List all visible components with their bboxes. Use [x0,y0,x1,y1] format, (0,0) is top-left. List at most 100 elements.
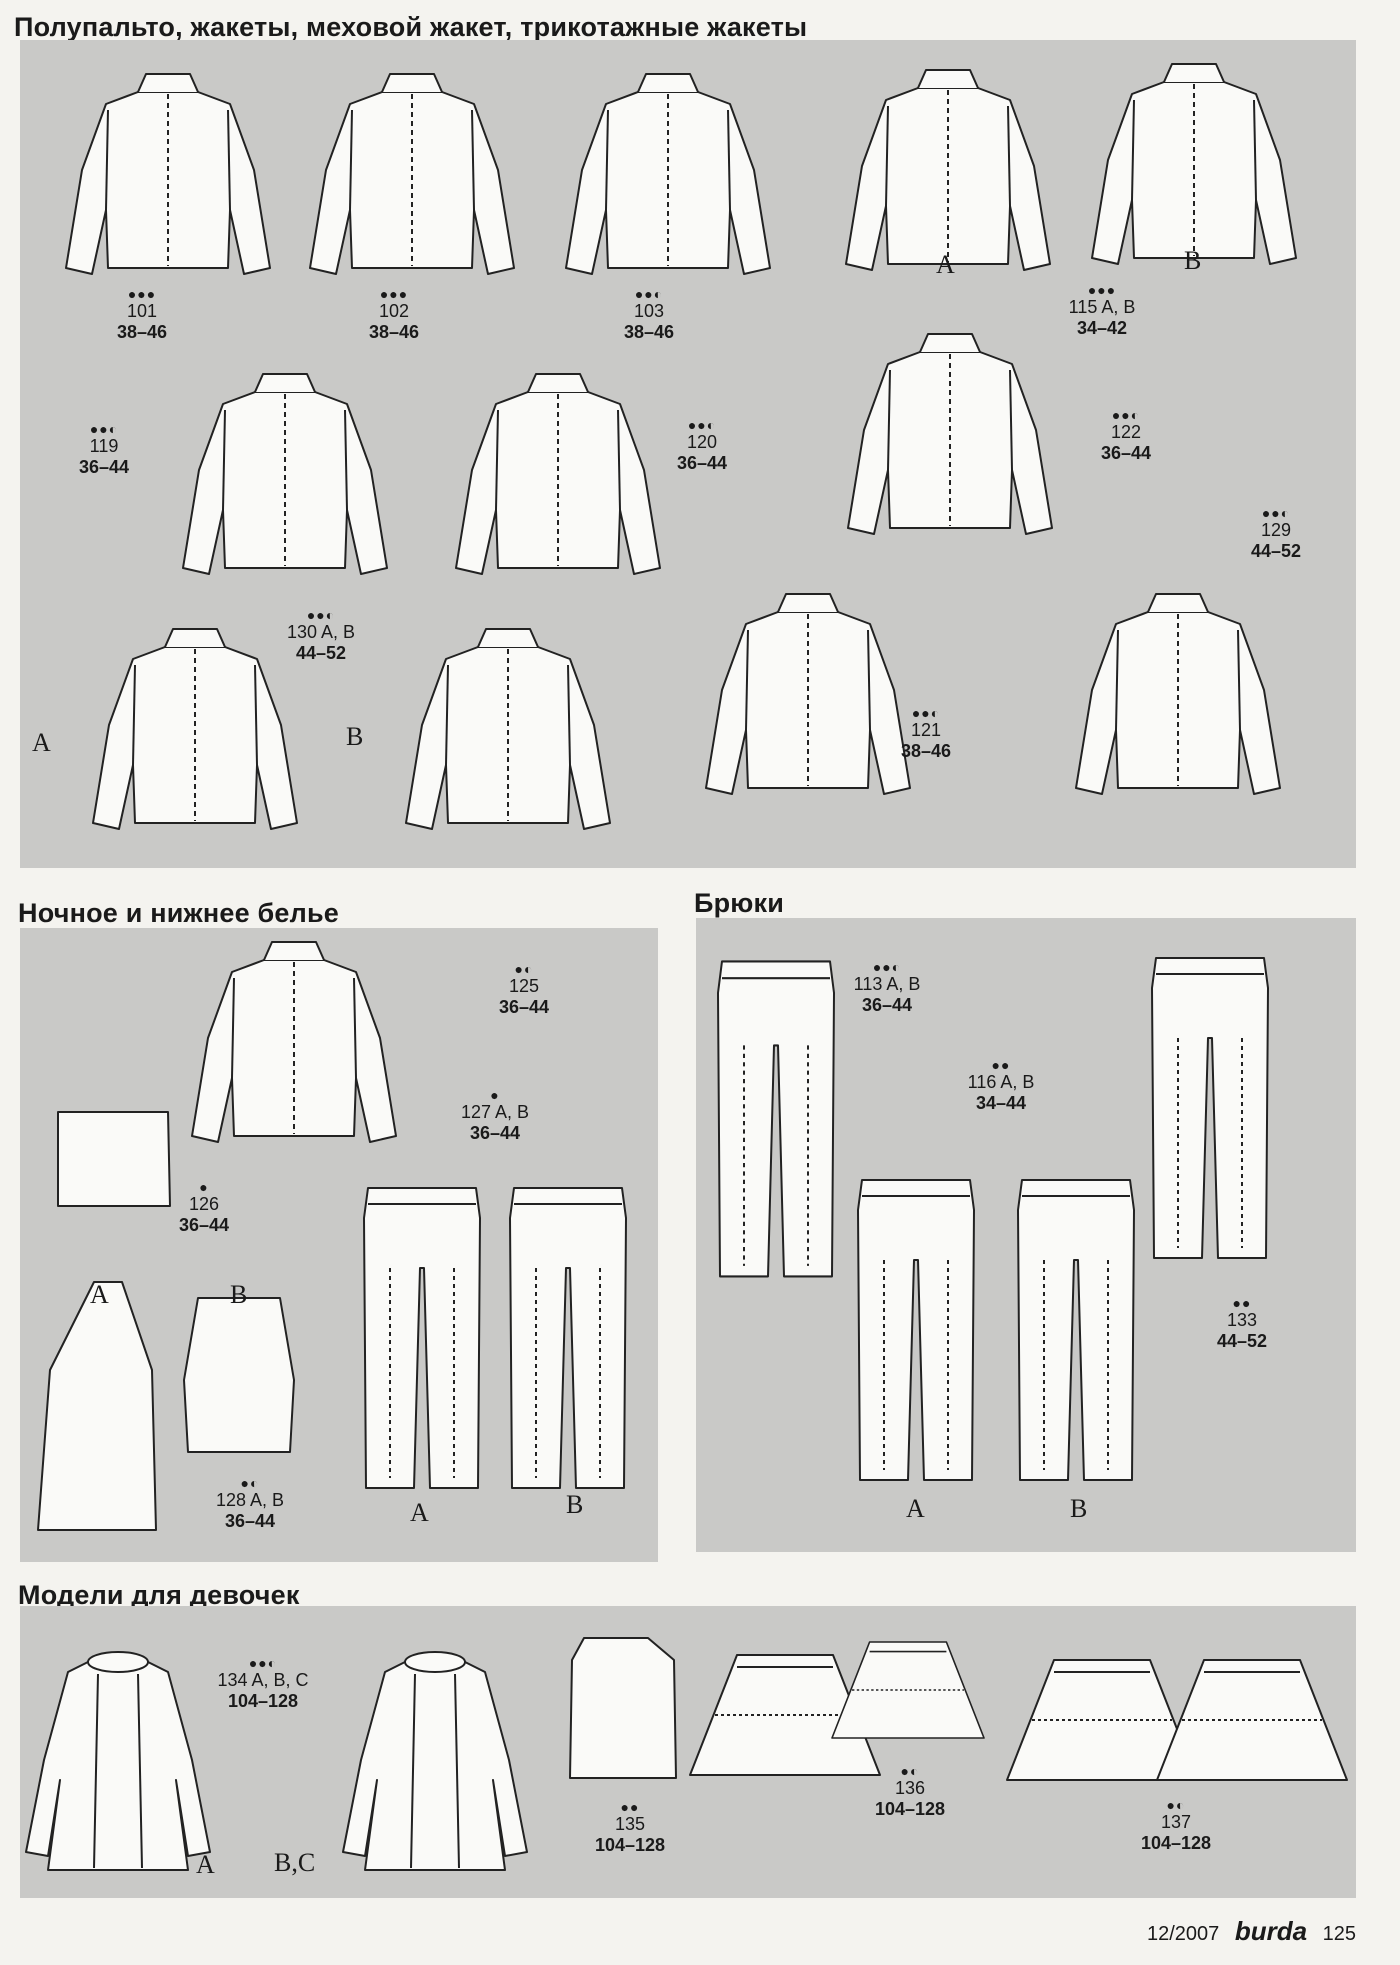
variant-label-130b: B [346,722,364,751]
variant-label-115b: B [1184,246,1202,275]
model-label-134: ●●◐ 134 A, B, C 104–128 [204,1656,322,1712]
difficulty-dots: ●◐ [1166,1797,1186,1813]
model-label-103: ●●◐ 103 38–46 [611,287,687,343]
model-label-130: ●●◐ 130 A, B 44–52 [266,608,376,664]
section-title-girls: Модели для девочек [18,1580,300,1610]
difficulty-dots: ●◐ [240,1475,260,1491]
variant-label-128a: A [90,1280,109,1309]
size-range: 38–46 [623,322,675,342]
size-range: 36–44 [861,995,913,1015]
model-number: 133 [1226,1310,1258,1330]
model-label-121: ●●◐ 121 38–46 [888,706,964,762]
model-label-127: ● 127 A, B 36–44 [440,1088,550,1144]
size-range: 38–46 [900,741,952,761]
model-label-128: ●◐ 128 A, B 36–44 [200,1476,300,1532]
model-label-129: ●●◐ 129 44–52 [1238,506,1314,562]
model-number: 101 [126,301,158,321]
size-range: 36–44 [78,457,130,477]
model-label-101: ●●● 101 38–46 [104,287,180,343]
model-number: 102 [378,301,410,321]
size-range: 104–128 [594,1835,666,1855]
model-number: 129 [1260,520,1292,540]
difficulty-dots: ●◐ [900,1763,920,1779]
variant-label-134bc: B,C [274,1848,316,1877]
difficulty-dots: ●●◐ [306,607,336,623]
difficulty-dots: ●●● [379,286,409,302]
model-label-120: ●●◐ 120 36–44 [664,418,740,474]
model-number: 127 A, B [460,1102,530,1122]
difficulty-dots: ●●◐ [1261,505,1291,521]
model-number: 126 [188,1194,220,1214]
model-label-136: ●◐ 136 104–128 [868,1764,952,1820]
size-range: 44–52 [295,643,347,663]
model-number: 135 [614,1814,646,1834]
issue-date: 12/2007 [1146,1923,1220,1945]
model-number: 122 [1110,422,1142,442]
page-number: 125 [1322,1923,1356,1945]
model-label-135: ●● 135 104–128 [588,1800,672,1856]
section-title-trousers: Брюки [694,888,785,918]
brand-logo: burda [1234,1916,1308,1946]
size-range: 36–44 [224,1511,276,1531]
size-range: 34–44 [975,1093,1027,1113]
model-label-102: ●●● 102 38–46 [356,287,432,343]
model-number: 113 A, B [853,974,921,994]
model-number: 130 A, B [286,622,356,642]
model-number: 125 [508,976,540,996]
difficulty-dots: ●●◐ [1111,407,1141,423]
model-label-125: ●◐ 125 36–44 [486,962,562,1018]
difficulty-dots: ●●● [127,286,157,302]
size-range: 104–128 [227,1691,299,1711]
size-range: 38–46 [368,322,420,342]
model-label-115: ●●● 115 A, B 34–42 [1042,283,1162,339]
model-number: 103 [633,301,665,321]
difficulty-dots: ● [490,1087,500,1103]
model-number: 137 [1160,1812,1192,1832]
size-range: 44–52 [1250,541,1302,561]
model-number: 128 A, B [215,1490,285,1510]
model-number: 119 [89,436,119,456]
variant-label-134a: A [196,1850,215,1879]
variant-label-127b: B [566,1490,584,1519]
model-number: 115 A, B [1068,297,1136,317]
model-label-126: ● 126 36–44 [166,1180,242,1236]
size-range: 36–44 [469,1123,521,1143]
difficulty-dots: ●●◐ [687,417,717,433]
model-number: 134 A, B, C [217,1670,309,1690]
size-range: 44–52 [1216,1331,1268,1351]
size-range: 36–44 [498,997,550,1017]
model-number: 136 [894,1778,926,1798]
difficulty-dots: ●●◐ [89,421,119,437]
size-range: 36–44 [1100,443,1152,463]
size-range: 104–128 [1140,1833,1212,1853]
model-label-116: ●● 116 A, B 34–44 [946,1058,1056,1114]
model-label-113: ●●◐ 113 A, B 36–44 [832,960,942,1016]
difficulty-dots: ●●● [1087,282,1117,298]
model-label-122: ●●◐ 122 36–44 [1088,408,1164,464]
difficulty-dots: ●● [1232,1295,1252,1311]
difficulty-dots: ●●◐ [911,705,941,721]
difficulty-dots: ●● [620,1799,640,1815]
difficulty-dots: ● [199,1179,209,1195]
variant-label-127a: A [410,1498,429,1527]
variant-label-115a: A [936,250,955,279]
variant-label-116a: A [906,1494,925,1523]
variant-label-116b: B [1070,1494,1088,1523]
variant-label-128b: B [230,1280,248,1309]
difficulty-dots: ●◐ [514,961,534,977]
page-footer: 12/2007 burda 125 [1147,1916,1356,1947]
difficulty-dots: ●●◐ [634,286,664,302]
size-range: 34–42 [1076,318,1128,338]
size-range: 38–46 [116,322,168,342]
model-label-133: ●● 133 44–52 [1204,1296,1280,1352]
model-number: 120 [686,432,718,452]
size-range: 104–128 [874,1799,946,1819]
model-number: 121 [910,720,942,740]
size-range: 36–44 [676,453,728,473]
model-label-137: ●◐ 137 104–128 [1134,1798,1218,1854]
difficulty-dots: ●●◐ [248,1655,278,1671]
model-label-119: ●●◐ 119 36–44 [66,422,142,478]
size-range: 36–44 [178,1215,230,1235]
difficulty-dots: ●● [991,1057,1011,1073]
